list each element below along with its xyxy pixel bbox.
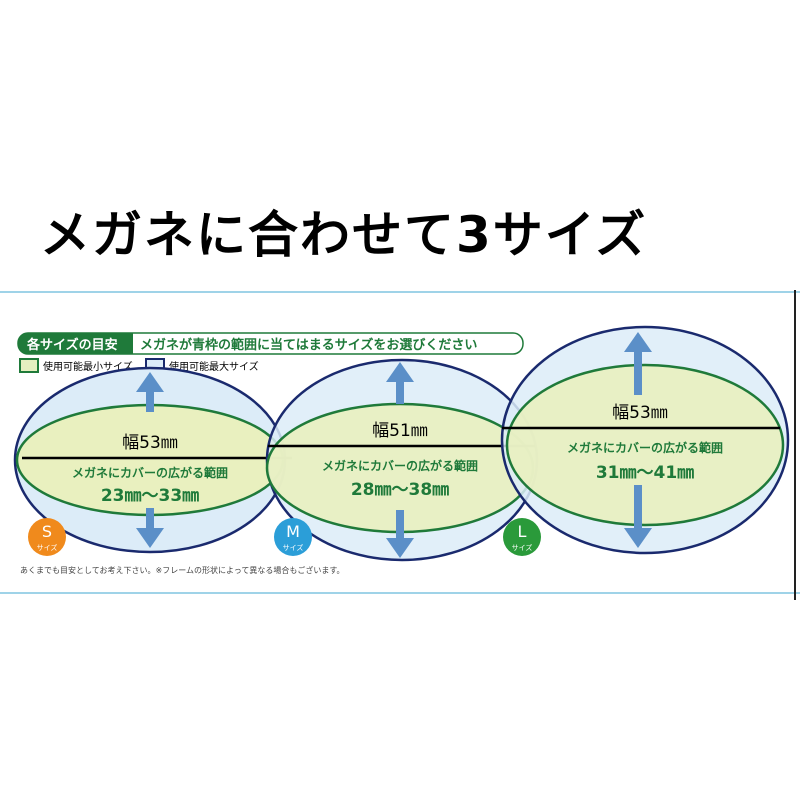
arrow-down-icon [386,510,414,558]
header-text: メガネが青枠の範囲に当てはまるサイズをお選びください [140,337,477,353]
svg-text:L: L [518,522,527,541]
size-l: 幅53㎜ メガネにカバーの広がる範囲 31㎜～41㎜ L サイズ [500,325,790,556]
svg-text:M: M [286,522,300,541]
range-label: 23㎜～33㎜ [101,486,199,506]
size-badge [503,518,541,556]
cover-label: メガネにカバーの広がる範囲 [322,458,478,473]
legend: 使用可能最小サイズ 使用可能最大サイズ [19,358,259,373]
arrow-up-icon [136,372,164,412]
svg-text:S: S [42,522,52,541]
legend-max-label: 使用可能最大サイズ [169,360,259,373]
size-badge [28,518,66,556]
svg-text:サイズ: サイズ [283,543,304,552]
width-label: 幅51㎜ [372,421,428,441]
arrow-up-icon [624,332,652,395]
cover-label: メガネにカバーの広がる範囲 [567,440,723,455]
svg-text:サイズ: サイズ [37,543,58,552]
header-banner: 各サイズの目安 メガネが青枠の範囲に当てはまるサイズをお選びください [17,332,524,355]
page-title: メガネに合わせて3サイズ [40,206,648,264]
legend-min-swatch [19,358,39,373]
range-label: 28㎜～38㎜ [351,480,449,500]
arrow-down-icon [624,485,652,548]
legend-min-label: 使用可能最小サイズ [43,360,133,373]
arrow-up-icon [386,362,414,404]
arrow-down-icon [136,508,164,548]
size-m: 幅51㎜ メガネにカバーの広がる範囲 28㎜～38㎜ M サイズ [265,358,539,562]
footnote: あくまでも目安としてお考え下さい。※フレームの形状によって異なる場合もございます… [20,565,345,575]
svg-text:サイズ: サイズ [512,543,533,552]
size-s: 幅53㎜ メガネにカバーの広がる範囲 23㎜～33㎜ S サイズ [13,366,292,556]
range-label: 31㎜～41㎜ [596,463,694,483]
size-badge [274,518,312,556]
cover-label: メガネにカバーの広がる範囲 [72,465,228,480]
width-label: 幅53㎜ [122,433,178,453]
header-label: 各サイズの目安 [26,337,118,353]
width-label: 幅53㎜ [612,403,668,423]
